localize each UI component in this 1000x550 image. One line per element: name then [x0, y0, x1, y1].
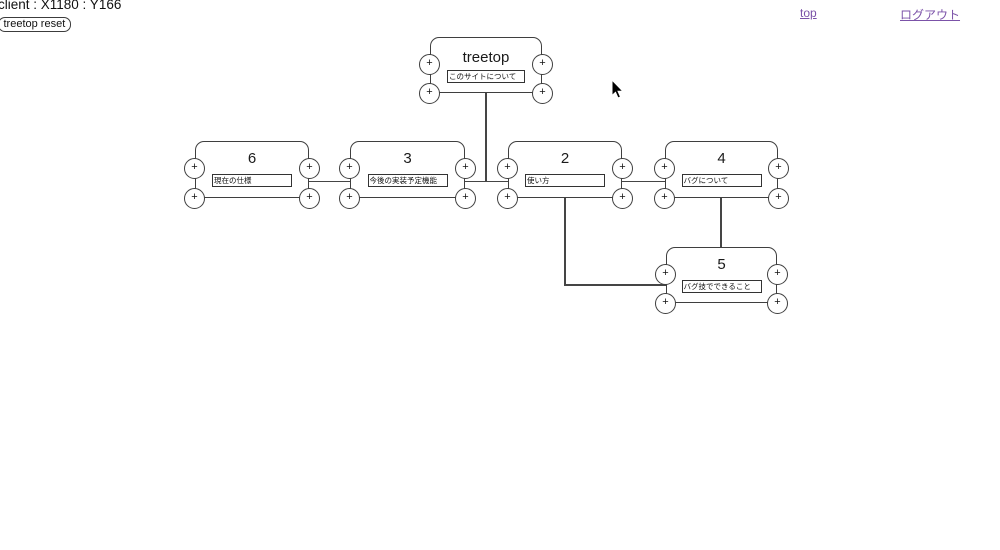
connector-line [309, 180, 350, 183]
node-title: treetop [462, 49, 510, 66]
add-left-button[interactable]: + [497, 158, 518, 179]
add-bottom-left-button[interactable]: + [184, 188, 205, 209]
add-right-button[interactable]: + [532, 54, 553, 75]
add-right-button[interactable]: + [299, 158, 320, 179]
mouse-cursor [612, 80, 624, 99]
add-bottom-right-button[interactable]: + [612, 188, 633, 209]
node-text-input[interactable] [367, 174, 448, 187]
node-title: 5 [717, 256, 726, 273]
client-coordinates: client : X1180 : Y166 [0, 0, 122, 12]
add-right-button[interactable]: + [612, 158, 633, 179]
add-bottom-left-button[interactable]: + [654, 188, 675, 209]
add-right-button[interactable]: + [455, 158, 476, 179]
connector-line [564, 198, 566, 286]
add-bottom-left-button[interactable]: + [339, 188, 360, 209]
add-right-button[interactable]: + [768, 158, 789, 179]
node-text-input[interactable] [525, 174, 605, 187]
node-text-input[interactable] [447, 70, 525, 83]
node-title: 6 [247, 150, 257, 167]
treetop-reset-button[interactable]: treetop reset [0, 17, 71, 32]
node-title: 3 [403, 150, 412, 167]
add-right-button[interactable]: + [767, 264, 788, 285]
add-bottom-left-button[interactable]: + [497, 188, 518, 209]
node-title: 4 [717, 150, 726, 167]
add-bottom-right-button[interactable]: + [768, 188, 789, 209]
logout-link[interactable]: ログアウト [900, 8, 961, 22]
connector-line [622, 180, 665, 183]
tree-node-5[interactable]: 5 + + + + [655, 247, 788, 314]
tree-node-treetop[interactable]: treetop + + + + [419, 37, 553, 104]
node-text-input[interactable] [681, 280, 762, 293]
add-bottom-right-button[interactable]: + [532, 83, 553, 104]
add-left-button[interactable]: + [655, 264, 676, 285]
tree-node-4[interactable]: 4 + + + + [654, 141, 789, 209]
node-text-input[interactable] [212, 174, 292, 187]
add-bottom-right-button[interactable]: + [299, 188, 320, 209]
add-left-button[interactable]: + [339, 158, 360, 179]
node-title: 2 [560, 150, 570, 167]
add-bottom-left-button[interactable]: + [655, 293, 676, 314]
top-link[interactable]: top [800, 6, 817, 20]
add-left-button[interactable]: + [654, 158, 675, 179]
add-bottom-right-button[interactable]: + [767, 293, 788, 314]
node-text-input[interactable] [681, 174, 762, 187]
connector-line [720, 198, 722, 248]
add-bottom-left-button[interactable]: + [419, 83, 440, 104]
add-left-button[interactable]: + [184, 158, 205, 179]
add-bottom-right-button[interactable]: + [455, 188, 476, 209]
connector-line [485, 93, 487, 183]
connector-line [465, 180, 508, 183]
add-left-button[interactable]: + [419, 54, 440, 75]
connector-line [565, 284, 666, 286]
tree-node-6[interactable]: 6 + + + + [184, 141, 320, 209]
tree-node-3[interactable]: 3 + + + + [339, 141, 476, 209]
tree-node-2[interactable]: 2 + + + + [497, 141, 633, 209]
